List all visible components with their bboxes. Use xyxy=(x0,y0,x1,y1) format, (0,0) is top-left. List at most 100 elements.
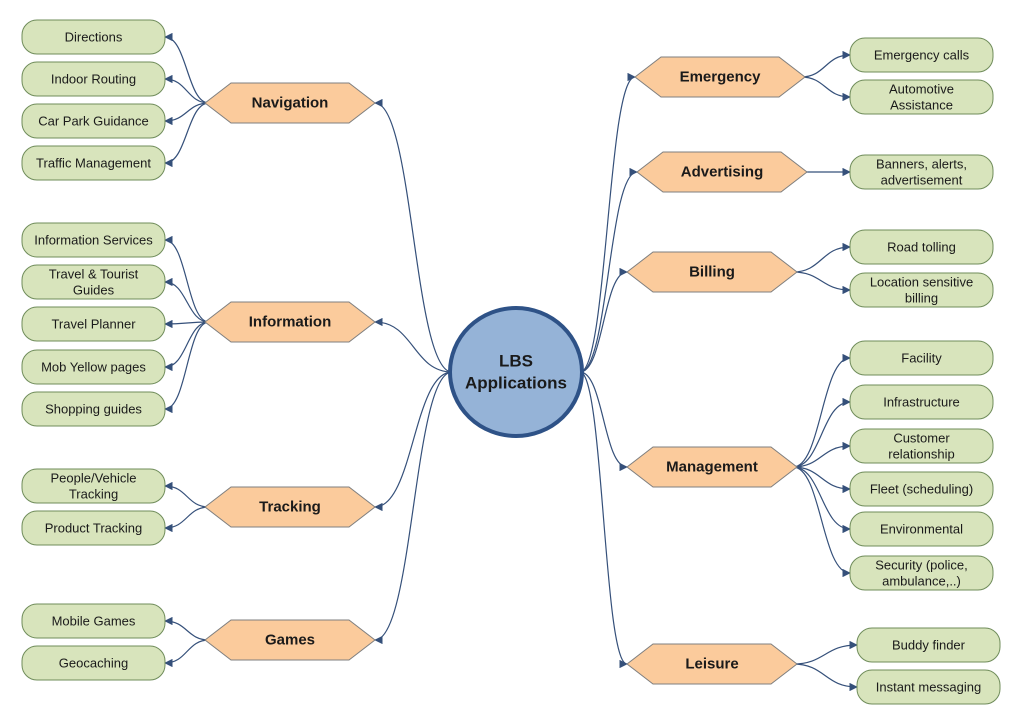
leaf-node: Road tolling xyxy=(849,229,994,265)
leaf-node: Indoor Routing xyxy=(21,61,166,97)
leaf-box xyxy=(21,468,166,504)
leaf-label: Road tolling xyxy=(887,240,956,255)
leaf-node: Instant messaging xyxy=(856,669,1001,705)
leaf-box xyxy=(849,37,994,73)
leaf-box xyxy=(849,384,994,420)
connector-leaf xyxy=(164,321,210,414)
leaf-box xyxy=(21,306,166,342)
category-nodes: NavigationInformationTrackingGamesEmerge… xyxy=(204,56,808,685)
leaf-box xyxy=(849,79,994,115)
category-label: Games xyxy=(265,632,315,649)
category-emergency: Emergency xyxy=(634,56,806,98)
leaf-label: Security (police, xyxy=(875,558,967,573)
leaf-label: People/Vehicle xyxy=(50,471,136,486)
connector-leaf xyxy=(800,50,851,78)
category-label: Tracking xyxy=(259,499,321,516)
leaf-box xyxy=(21,264,166,300)
leaf-label: Buddy finder xyxy=(892,638,966,653)
leaf-label: ambulance,..) xyxy=(882,574,961,589)
leaf-box xyxy=(856,669,1001,705)
leaf-label: Information Services xyxy=(34,233,153,248)
connector-center-games xyxy=(374,371,453,645)
center-label: LBS xyxy=(499,352,533,371)
leaf-label: Guides xyxy=(73,283,115,298)
leaf-label: advertisement xyxy=(881,173,963,188)
leaf-node: Product Tracking xyxy=(21,510,166,546)
leaf-label: Car Park Guidance xyxy=(38,114,149,129)
category-hexagon xyxy=(626,446,798,488)
connector-leaf xyxy=(792,271,851,295)
leaf-node: Security (police,ambulance,..) xyxy=(849,555,994,591)
leaf-node: Mobile Games xyxy=(21,603,166,639)
leaf-node: Information Services xyxy=(21,222,166,258)
connector-leaf xyxy=(164,277,210,323)
category-management: Management xyxy=(626,446,798,488)
leaf-node: Facility xyxy=(849,340,994,376)
leaf-box xyxy=(21,103,166,139)
connector-leaf xyxy=(164,319,210,329)
center-label: Applications xyxy=(465,374,567,393)
leaf-box xyxy=(849,555,994,591)
leaf-label: Automotive xyxy=(889,82,954,97)
leaf-box xyxy=(21,391,166,427)
category-label: Emergency xyxy=(680,69,762,86)
leaf-label: Indoor Routing xyxy=(51,72,136,87)
leaf-node: Travel Planner xyxy=(21,306,166,342)
leaf-node: Emergency calls xyxy=(849,37,994,73)
leaf-box xyxy=(849,272,994,308)
leaf-label: Geocaching xyxy=(59,656,128,671)
leaf-box xyxy=(21,19,166,55)
category-label: Navigation xyxy=(252,95,329,112)
connector-center-tracking xyxy=(374,371,453,512)
leaf-label: Banners, alerts, xyxy=(876,157,967,172)
category-hexagon xyxy=(204,82,376,124)
category-hexagon xyxy=(204,486,376,528)
leaf-label: Shopping guides xyxy=(45,402,142,417)
connector-leaf xyxy=(792,242,851,273)
leaf-node: Directions xyxy=(21,19,166,55)
connector-leaf xyxy=(792,441,851,468)
leaf-box xyxy=(849,471,994,507)
leaf-node: Shopping guides xyxy=(21,391,166,427)
leaf-node: Banners, alerts,advertisement xyxy=(849,154,994,190)
leaf-box xyxy=(21,645,166,681)
leaf-label: Mob Yellow pages xyxy=(41,360,146,375)
leaf-label: Instant messaging xyxy=(876,680,982,695)
leaf-label: Emergency calls xyxy=(874,48,970,63)
leaf-label: Directions xyxy=(65,30,123,45)
leaf-label: Product Tracking xyxy=(45,521,143,536)
category-leisure: Leisure xyxy=(626,643,798,685)
connector-center-information xyxy=(374,317,453,373)
leaf-box xyxy=(849,340,994,376)
leaf-box xyxy=(849,154,994,190)
connector-leaf xyxy=(164,481,210,508)
connector-center-leisure xyxy=(579,371,628,669)
leaf-box xyxy=(21,145,166,181)
leaf-label: Tracking xyxy=(69,487,118,502)
leaf-label: Travel Planner xyxy=(51,317,136,332)
connector-center-advertising xyxy=(579,167,638,373)
connector-center-billing xyxy=(579,267,628,373)
leaf-node: Mob Yellow pages xyxy=(21,349,166,385)
connector-leaf xyxy=(164,506,210,533)
connector-leaf xyxy=(792,663,858,692)
leaf-label: Fleet (scheduling) xyxy=(870,482,973,497)
category-billing: Billing xyxy=(626,251,798,293)
connector-center-management xyxy=(579,371,628,472)
leaf-node: Fleet (scheduling) xyxy=(849,471,994,507)
category-hexagon xyxy=(204,619,376,661)
leaf-label: billing xyxy=(905,291,938,306)
connector-leaf xyxy=(164,639,210,668)
leaf-box xyxy=(21,222,166,258)
category-label: Management xyxy=(666,459,758,476)
leaf-node: Infrastructure xyxy=(849,384,994,420)
leaf-box xyxy=(849,428,994,464)
leaf-node: Geocaching xyxy=(21,645,166,681)
connector-leaf xyxy=(164,235,210,323)
category-hexagon xyxy=(636,151,808,193)
